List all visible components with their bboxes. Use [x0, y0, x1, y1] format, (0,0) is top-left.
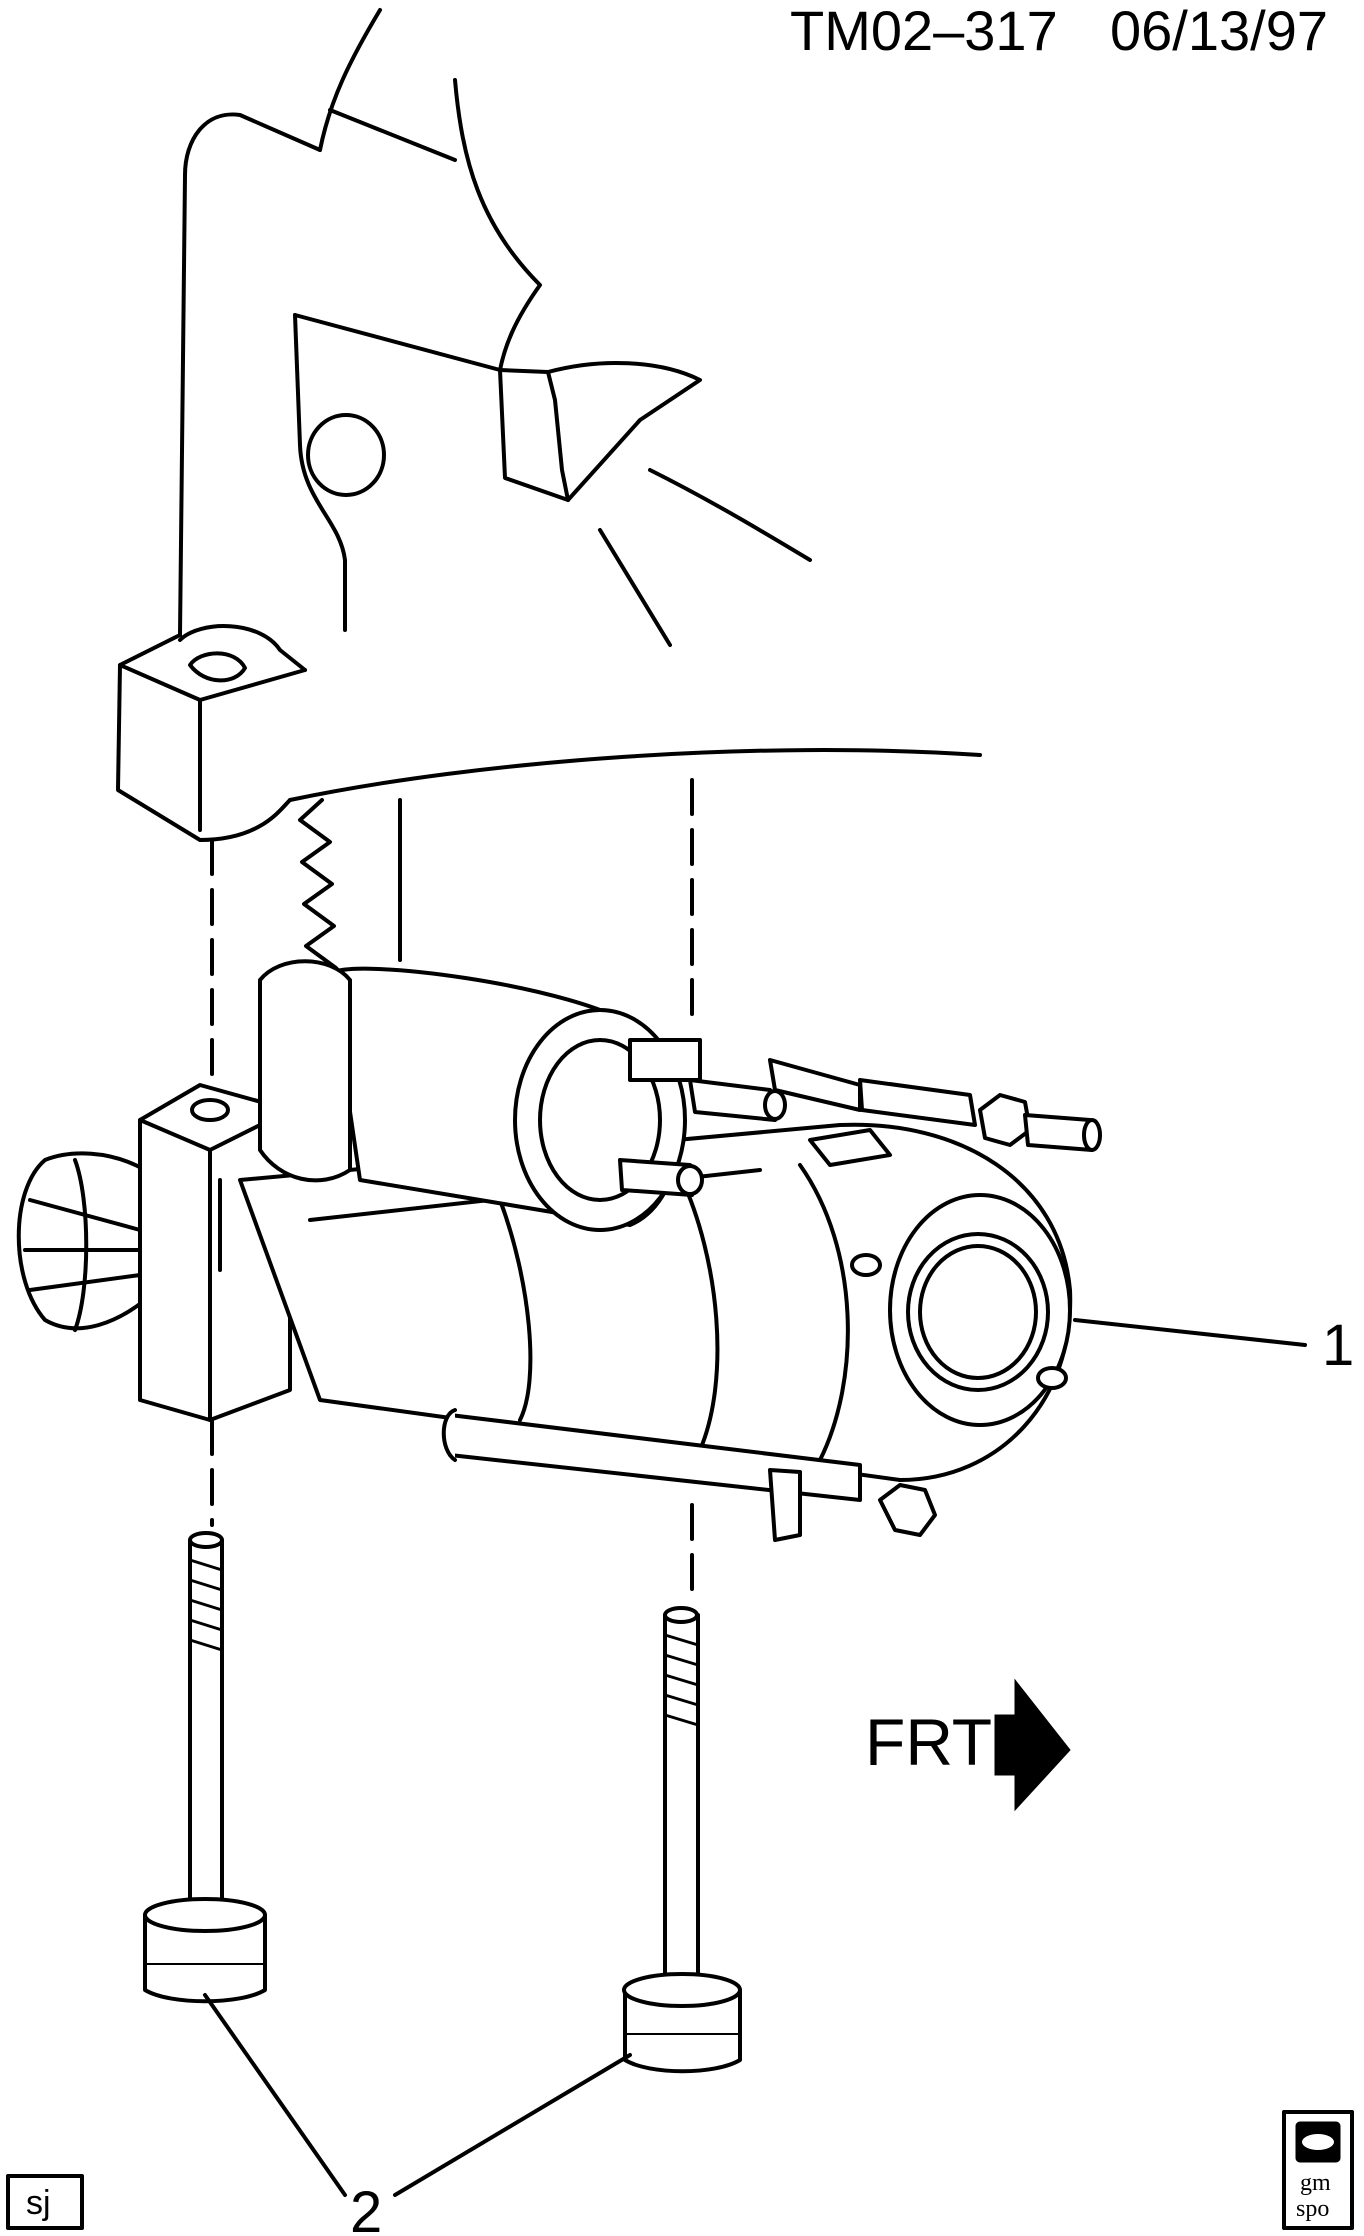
mounting-bolt-right: [622, 1606, 742, 2074]
logo-line-spo: spo: [1296, 2196, 1329, 2222]
gm-spo-logo: gm spo: [1282, 2110, 1354, 2230]
wiring-harness: [298, 798, 402, 970]
starter-motor: [16, 959, 1102, 1542]
alignment-lines: [210, 778, 694, 1602]
front-label: FRT: [865, 1705, 992, 1779]
callout-1: 1: [1322, 1313, 1354, 1378]
leader-lines: [203, 1318, 1307, 2197]
drawing-code: TM02–317: [790, 0, 1058, 62]
mounting-bolt-left: [143, 1531, 267, 2004]
drafter-initials: sj: [26, 2184, 51, 2222]
drawing-date: 06/13/97: [1110, 0, 1328, 62]
front-arrow-icon: [994, 1678, 1071, 1812]
engine-block-bracket: [116, 8, 982, 842]
logo-line-gm: gm: [1300, 2170, 1331, 2196]
callout-2: 2: [350, 2180, 382, 2236]
initials-box: sj: [6, 2174, 84, 2230]
